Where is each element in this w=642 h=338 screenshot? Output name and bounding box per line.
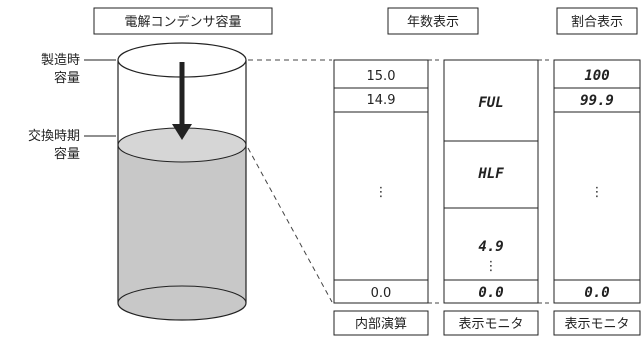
- years-value-full: FUL: [478, 95, 503, 111]
- remaining-capacity-fill: [118, 145, 246, 320]
- svg-text:内部演算: 内部演算: [355, 316, 407, 332]
- years-monitor-footer: 表示モニタ: [443, 310, 539, 336]
- ratio-monitor-footer: 表示モニタ: [553, 310, 641, 336]
- ratio-ellipsis: ⋮: [591, 185, 604, 200]
- internal-ellipsis: ⋮: [375, 185, 388, 200]
- label-initial-capacity: 製造時 容量: [41, 53, 116, 86]
- svg-text:容量: 容量: [54, 146, 80, 162]
- years-value-4-9: 4.9: [478, 239, 503, 255]
- internal-value-top: 15.0: [367, 69, 396, 84]
- svg-text:表示モニタ: 表示モニタ: [564, 317, 629, 332]
- years-monitor-column: FUL HLF 4.9 ⋮ 0.0: [443, 59, 539, 304]
- svg-text:交換時期: 交換時期: [28, 128, 80, 144]
- years-value-half: HLF: [477, 166, 504, 182]
- ratio-monitor-column: 100 99.9 ⋮ 0.0: [553, 59, 641, 304]
- title-years-box: 年数表示: [387, 7, 479, 35]
- title-ratio-box: 割合表示: [556, 7, 638, 35]
- svg-text:容量: 容量: [54, 70, 80, 86]
- svg-text:表示モニタ: 表示モニタ: [458, 317, 523, 332]
- title-ratio: 割合表示: [571, 14, 623, 30]
- ratio-value-bottom: 0.0: [584, 285, 609, 301]
- connector-bottom: [247, 147, 333, 303]
- capacitor-cylinder: [117, 42, 247, 321]
- svg-text:製造時: 製造時: [41, 53, 80, 68]
- internal-value-bottom: 0.0: [371, 286, 392, 301]
- label-replacement-capacity: 交換時期 容量: [28, 128, 116, 162]
- internal-calc-footer: 内部演算: [333, 310, 429, 336]
- ratio-value-top: 100: [584, 68, 609, 84]
- title-years: 年数表示: [407, 15, 459, 30]
- years-value-bottom: 0.0: [478, 285, 503, 301]
- years-ellipsis: ⋮: [485, 259, 498, 274]
- title-capacitor: 電解コンデンサ容量: [124, 14, 241, 30]
- internal-value-second: 14.9: [367, 93, 396, 108]
- internal-calc-column: 15.0 14.9 ⋮ 0.0: [333, 59, 429, 304]
- title-capacitor-box: 電解コンデンサ容量: [93, 7, 273, 35]
- ratio-value-second: 99.9: [580, 93, 614, 109]
